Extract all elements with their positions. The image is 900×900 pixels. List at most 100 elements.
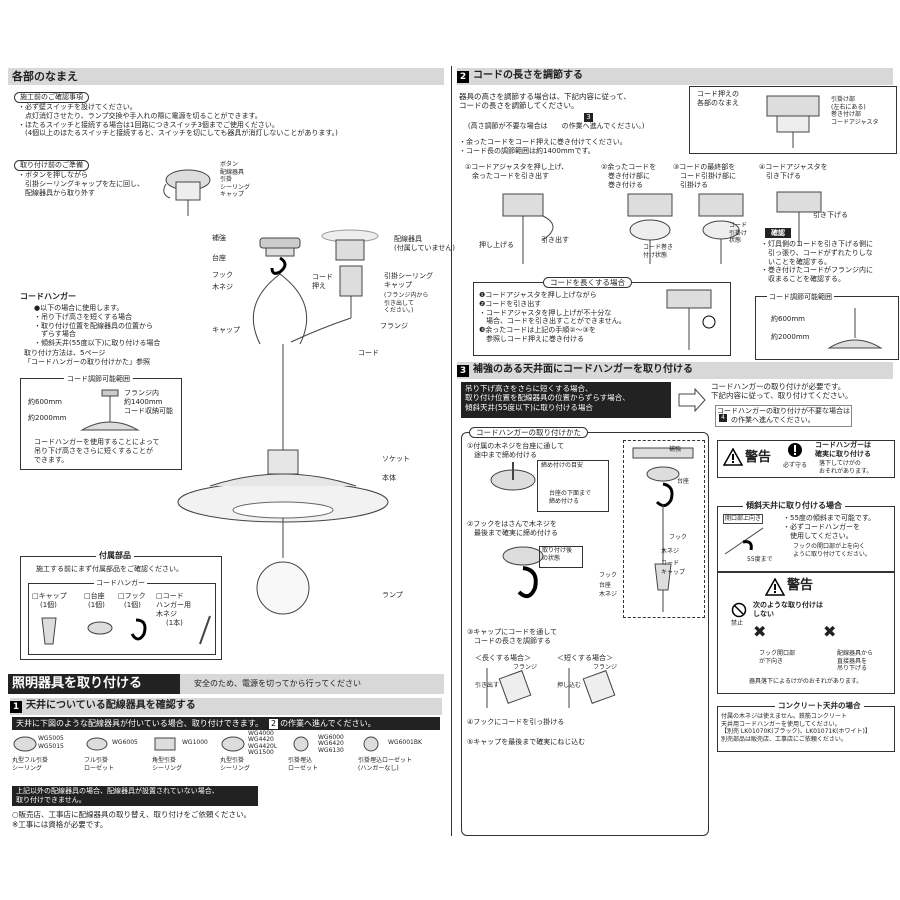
step2-title: 2 コードの長さを調節する [457, 68, 893, 85]
fixtures-row: WG5005 WG5015 丸型フル引掛 シーリング WG6005 フル引掛 ロ… [12, 730, 442, 785]
label-cord-osae: コード 押え [312, 273, 333, 290]
step1-bar: 天井に下図のような配線器具が付いている場合、取り付けできます。 2 の作業へ進ん… [12, 717, 440, 730]
warning2-label: 警告 [787, 578, 814, 593]
warning-sub: 落下してけがの おそれがあります。 [819, 460, 873, 475]
range-2000: 約2000mm [28, 414, 67, 422]
pulldown-label: 引き下げる [813, 211, 848, 219]
fook-label-3: フック [669, 534, 688, 541]
range2-600: 約600mm [771, 315, 805, 323]
step2-intro: 器具の高さを調節する場合は、下記内容に従って、 コードの長さを調節してください。 [459, 92, 631, 111]
other-fixture-note: 上記以外の配線器具の場合、配線器具が設置されていない場合、 取り付けできません。 [12, 786, 258, 806]
label-socket: ソケット [382, 455, 410, 463]
install-illustration [632, 447, 694, 612]
must-icon [788, 443, 802, 457]
label-cord: コード [358, 349, 379, 357]
left-column: 各部のなまえ 施工前のご確認事項 ・必ず壁スイッチを設けてください。 点灯消灯さ… [8, 68, 455, 829]
pendant-light-diagram [177, 229, 389, 615]
warning2-box [717, 572, 895, 694]
step2-skip: (高さ調節が不要な場合は の作業へ進んでください。) [467, 121, 645, 130]
dealer-note: ○販売店、工事店に配線器具の取り替え、取り付けをご依頼ください。 [12, 810, 252, 819]
prep-label: 取り付け前のご準備 [14, 160, 89, 171]
slope-opening: 開口部上向き [723, 514, 764, 524]
bad1-x-icon: ✖ [753, 622, 767, 641]
label-fook: フック [212, 271, 233, 279]
step3-right-num: 4 [719, 414, 727, 422]
warning-label: 警告 [745, 450, 772, 465]
after-label: 取り付け後 の状態 [542, 547, 573, 562]
warning2-sub: 器具落下によるけがのおそれがあります。 [749, 678, 863, 685]
warning2-text: 次のような取り付けは しない [753, 601, 823, 618]
pre-check-label: 施工前のご確認事項 [14, 92, 89, 103]
label-daiza: 台座 [212, 254, 226, 262]
cap-label-2: キャップ [661, 569, 686, 576]
long-title: コードを長くする場合 [543, 277, 632, 289]
license-note: ※工事には資格が必要です。 [12, 820, 108, 829]
cord-step-4: ④コードアジャスタを 引き下げる [759, 163, 828, 180]
confirm-text: ・灯具側のコードを引き下げる側に 引っ張り、コードがずれたりしな いことを確認す… [761, 240, 873, 283]
cord-step-3: ③コードの最終部を コード引掛け部に 引掛ける [673, 163, 736, 189]
wound-label: コード巻き 付け状態 [643, 244, 674, 259]
ceiling-cap-illustration [163, 169, 211, 216]
warning-triangle-icon-2 [765, 578, 785, 596]
accessory-icons [41, 615, 211, 645]
push-in-label: 押し込む [557, 682, 582, 689]
long-case: ＜長くする場合＞ [475, 654, 531, 662]
tighten-label: 締め付けの目安 [541, 462, 584, 469]
fixture-2: WG6005 フル引掛 ローゼット [84, 735, 156, 772]
right-column: 2 コードの長さを調節する 器具の高さを調節する場合は、下記内容に従って、 コー… [453, 0, 900, 900]
concrete-title: コンクリート天井の場合 [775, 701, 864, 711]
prohibited-icon [731, 602, 747, 618]
long-text: ❶コードアジャスタを押し上げながら ❷コードを引き出す ・コードアジャスタを押し… [479, 291, 626, 343]
warning-text: コードハンガーは 確実に取り付ける [815, 441, 871, 458]
fixture-6: WG6001BK 引掛埋込ローゼット (ハンガーなし) [358, 735, 442, 772]
range-flange: フランジ内 約1400mm コード収納可能 [124, 389, 173, 415]
install-sub: 安全のため、電源を切ってから行ってください [194, 679, 361, 688]
accessory-cap-qty: (1個) [40, 601, 57, 609]
accessory-daiza-qty: (1個) [88, 601, 105, 609]
daiza-label-2: 台座 [599, 582, 612, 589]
how-title: コードハンガーの取り付けかた [469, 427, 588, 439]
fixture-icon [86, 737, 108, 751]
long-illustration [666, 289, 716, 350]
how-step2-illustration [502, 546, 544, 599]
bad1-label: フック開口部 が下向き [759, 650, 796, 665]
cord-step-1: ①コードアジャスタを押し上げ、 余ったコードを引き出す [465, 163, 569, 180]
fook-label-2: フック [599, 572, 618, 579]
prep-parts-labels: ボタン 配線器具 引掛 シーリング キャップ [220, 161, 251, 198]
fixture-5: WG6000 WG6420 WG6130 引掛埋込 ローゼット [288, 734, 344, 772]
slope-deg: 55度まで [747, 556, 773, 563]
section-parts-title: 各部のなまえ [8, 68, 444, 85]
cord-hanger-ref: 取り付け方法は、5ページ 「コードハンガーの取り付けかた」参照 [24, 349, 150, 366]
after-box [539, 546, 583, 568]
bad2-label: 配線器具から 直接器具を 吊り下げる [837, 650, 874, 672]
range-title: コード調節可能範囲 [64, 375, 133, 384]
how-step-2: ②フックをはさんで木ネジを 最後まで確実に締め付ける [467, 520, 558, 537]
slope-title: 傾斜天井に取り付ける場合 [743, 501, 845, 511]
step3-title: 3 補強のある天井面にコードハンガーを取り付ける [457, 362, 893, 379]
mokuneji-label-3: 木ネジ [661, 548, 680, 555]
how-step3-illustration [486, 668, 616, 708]
arrow-right-icon [678, 388, 706, 412]
install-title: 照明器具を取り付ける [8, 674, 180, 694]
tighten-note: 台座の下面まで 締め付ける [549, 490, 592, 505]
range2-2000: 約2000mm [771, 333, 810, 341]
confirm-title: 確認 [765, 228, 791, 238]
label-hokyo: 補強 [212, 234, 226, 242]
step2-skip-num: 3 [584, 113, 593, 122]
label-hikkake: 引掛シーリング キャップ [384, 272, 433, 289]
concrete-text: 付属の木ネジは使えません。鉄筋コンクリート 天井用コードハンガーを使用してくださ… [721, 713, 871, 743]
label-lamp: ランプ [382, 591, 403, 599]
cord-hanger-text: ●以下の場合に使用します。 ・吊り下げ高さを短くする場合 ・取り付け位置を配線器… [34, 304, 161, 347]
cord-label-2: コード [661, 560, 680, 567]
pull-out-label: 引き出す [475, 682, 500, 689]
cord-step4-illustration [776, 191, 822, 246]
accessory-fook-qty: (1個) [124, 601, 141, 609]
accessory-screw-qty: (1本) [166, 619, 183, 627]
step3-right-note: コードハンガーの取り付けが不要な場合は の作業へ進んでください。 [715, 405, 852, 427]
slope-illustration [724, 527, 764, 555]
accessories-title: 付属部品 [96, 551, 134, 561]
range-600: 約600mm [28, 398, 62, 406]
fixture-icon [154, 737, 176, 751]
range-illustration [80, 389, 140, 431]
label-haisen: 配線器具 (付属していません) [394, 235, 456, 252]
